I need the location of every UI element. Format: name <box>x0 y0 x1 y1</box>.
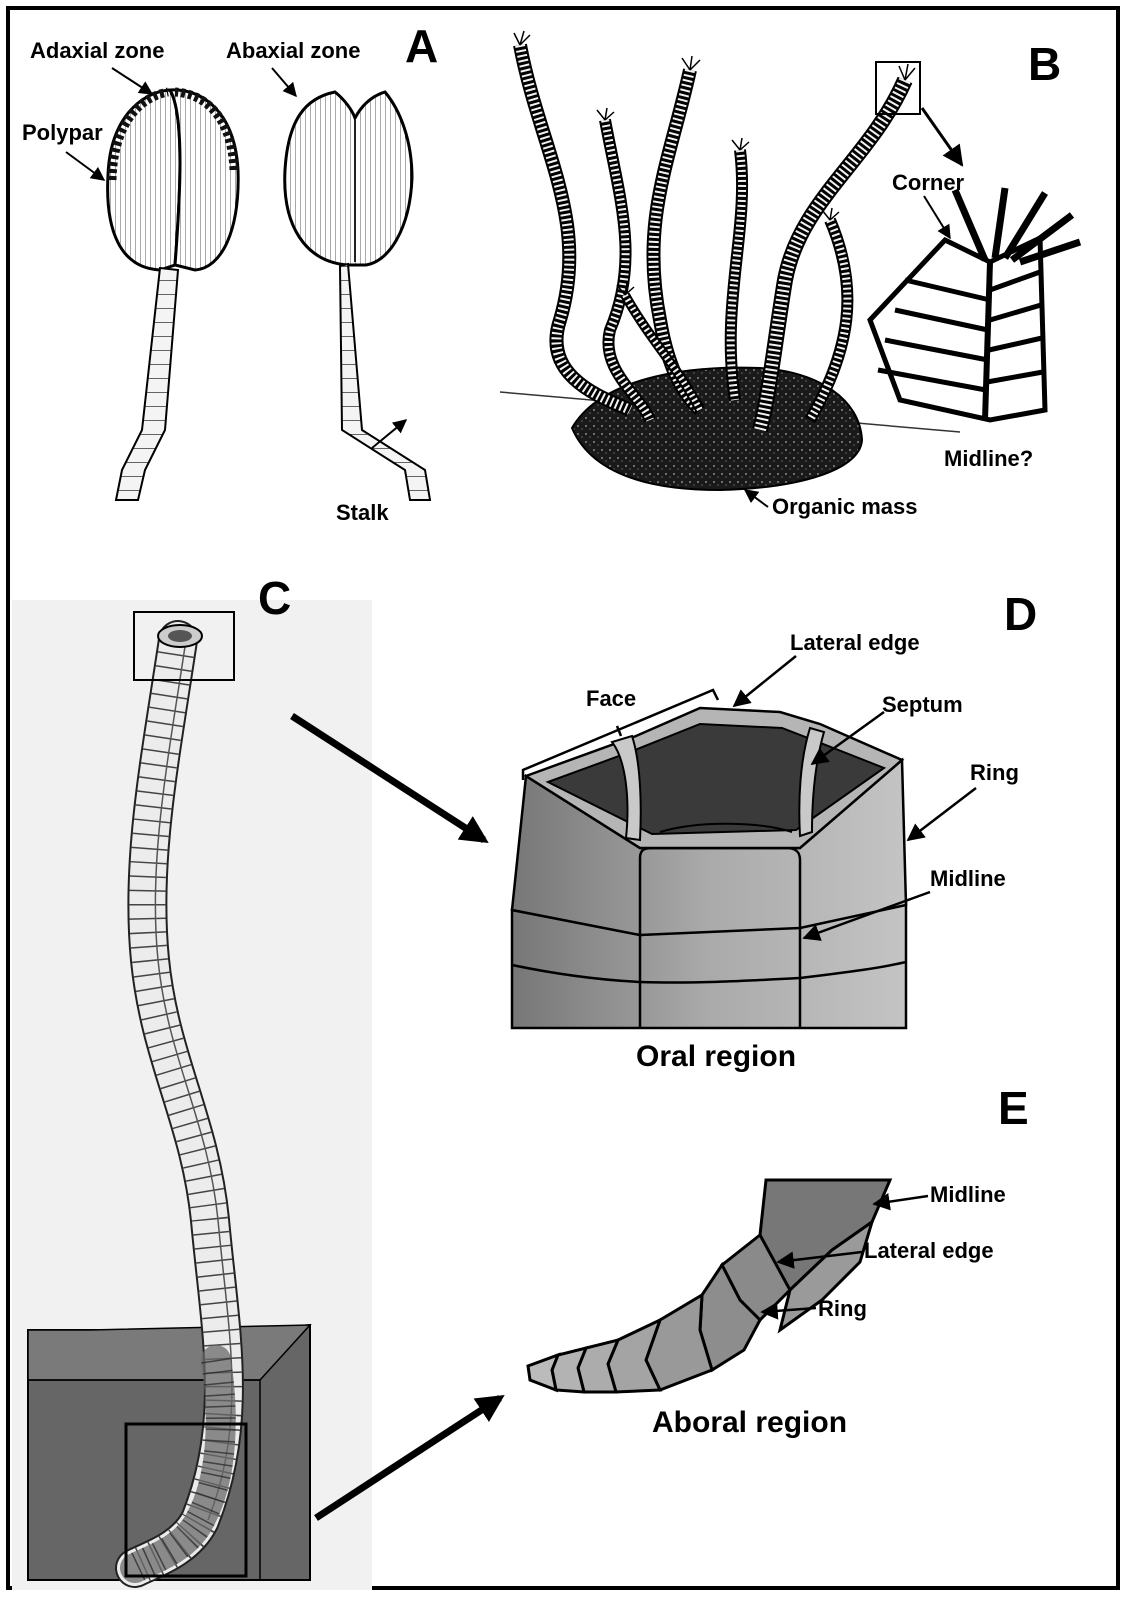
label-face: Face <box>586 686 636 711</box>
panel-a: A Adaxial zone Abaxial zone Polypar Stal… <box>22 20 438 525</box>
arrow-lateral-edge-e <box>776 1250 863 1269</box>
zoom-arrow-b <box>920 107 964 167</box>
label-abaxial-zone: Abaxial zone <box>226 38 360 63</box>
aboral-region-illustration <box>526 1178 893 1394</box>
arrow-septum <box>810 710 885 766</box>
zoom-box-oral <box>133 611 235 681</box>
label-ring-d: Ring <box>970 760 1019 785</box>
zoom-arrow-aboral <box>314 1394 505 1521</box>
panel-letter-e: E <box>998 1082 1029 1134</box>
tentacle-tufts <box>513 30 916 296</box>
label-adaxial-zone: Adaxial zone <box>30 38 164 63</box>
face-bracket-tick <box>615 725 623 737</box>
zoom-box-b <box>875 61 921 115</box>
panel-c: C <box>12 572 505 1590</box>
tube-colony-illustration <box>513 43 913 432</box>
caption-aboral-region: Aboral region <box>652 1406 847 1439</box>
label-midline-question: Midline? <box>944 446 1033 471</box>
panel-letter-d: D <box>1004 588 1037 640</box>
label-lateral-edge-d: Lateral edge <box>790 630 920 655</box>
arrow-midline-d <box>802 890 931 941</box>
zoom-box-aboral <box>124 1422 248 1578</box>
arrow-ring-e <box>760 1302 817 1320</box>
organic-mass-illustration <box>570 366 864 492</box>
label-lateral-edge-e: Lateral edge <box>864 1238 994 1263</box>
label-ring-e: Ring <box>818 1296 867 1321</box>
caption-oral-region: Oral region <box>636 1040 796 1073</box>
arrow-corner <box>923 195 951 240</box>
arrow-midline-e <box>872 1193 929 1211</box>
tube-illustration <box>115 620 244 1588</box>
label-polypar: Polypar <box>22 120 103 145</box>
panel-b: B <box>499 30 1082 519</box>
polypar-adaxial-illustration <box>106 87 240 501</box>
arrow-organic-mass <box>743 489 769 508</box>
zoom-arrow-oral <box>290 713 489 844</box>
label-septum: Septum <box>882 692 963 717</box>
panel-letter-c: C <box>258 572 291 624</box>
arrow-adaxial-zone <box>111 67 154 95</box>
oral-region-illustration <box>510 706 908 1030</box>
panel-letter-a: A <box>405 20 438 72</box>
label-midline-d: Midline <box>930 866 1006 891</box>
corner-detail-illustration <box>867 187 1082 423</box>
arrow-polypar <box>65 151 106 181</box>
label-corner: Corner <box>892 170 965 195</box>
panel-letter-b: B <box>1028 38 1061 90</box>
label-organic-mass: Organic mass <box>772 494 918 519</box>
label-stalk: Stalk <box>336 500 389 525</box>
polypar-abaxial-illustration <box>283 90 432 501</box>
arrow-lateral-edge-d <box>732 655 797 708</box>
panel-e: E Midline Lateral edge Ring Aboral regio… <box>526 1082 1029 1439</box>
label-midline-e: Midline <box>930 1182 1006 1207</box>
arrow-stalk <box>371 419 408 449</box>
tube-opening-inner <box>168 630 192 642</box>
panel-d: D Face Lateral edge Septum <box>510 588 1037 1073</box>
arrow-ring-d <box>906 787 977 842</box>
arrow-abaxial-zone <box>271 67 297 98</box>
